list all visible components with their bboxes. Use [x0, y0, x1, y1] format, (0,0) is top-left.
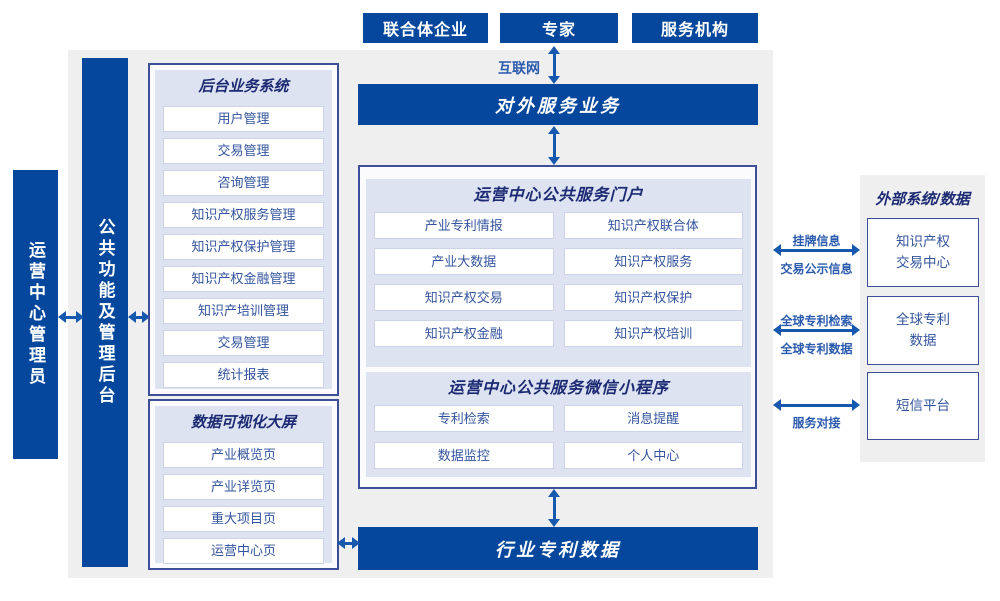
double-arrow-trade-center: [773, 244, 860, 256]
external-box-global-patent-data: 全球专利 数据: [867, 296, 979, 365]
ext-box-line: 短信平台: [896, 397, 950, 413]
portal-item-ip-trade: 知识产权交易: [374, 284, 554, 311]
portal-title: 运营中心公共服务门户: [473, 187, 644, 204]
backend-system-title: 后台业务系统: [198, 78, 289, 95]
operation-center-admin-bar: 运营中心管理员: [13, 170, 58, 459]
backend-item-consult-mgmt: 咨询管理: [163, 170, 324, 196]
link-label-trade-publicity: 交易公示信息: [780, 262, 853, 276]
double-arrow-sms: [773, 399, 860, 411]
backend-item-trade-mgmt: 交易管理: [163, 138, 324, 164]
mini-item-personal-center: 个人中心: [563, 442, 743, 469]
backend-system-panel: 后台业务系统 用户管理 交易管理 咨询管理 知识产权服务管理 知识产权保护管理 …: [155, 70, 332, 389]
double-arrow-service-to-portal: [548, 126, 560, 165]
data-viz-title: 数据可视化大屏: [190, 414, 296, 431]
external-box-sms-platform: 短信平台: [867, 372, 979, 440]
backend-system-box: 后台业务系统 用户管理 交易管理 咨询管理 知识产权服务管理 知识产权保护管理 …: [148, 63, 339, 396]
dataviz-item-operation-center: 运营中心页: [163, 538, 324, 564]
double-arrow-admin-backoffice: [58, 311, 84, 323]
dataviz-item-major-projects: 重大项目页: [163, 506, 324, 532]
data-viz-box: 数据可视化大屏 产业概览页 产业详览页 重大项目页 运营中心页: [148, 399, 339, 570]
backend-item-user-mgmt: 用户管理: [163, 106, 324, 132]
data-viz-panel: 数据可视化大屏 产业概览页 产业详览页 重大项目页 运营中心页: [155, 406, 332, 564]
portal-item-ip-service: 知识产权服务: [563, 248, 743, 275]
external-box-ip-trade-center: 知识产权 交易中心: [867, 218, 979, 287]
double-arrow-global-patent: [773, 324, 860, 336]
mini-item-message-notify: 消息提醒: [563, 405, 743, 432]
portal-item-industry-patent-intel: 产业专利情报: [374, 212, 554, 239]
industry-patent-data-bar: 行业专利数据: [358, 527, 758, 570]
portal-panel: 运营中心公共服务门户 产业专利情报 知识产权联合体 产业大数据 知识产权服务 知…: [366, 179, 751, 367]
backend-item-ip-protection-mgmt: 知识产权保护管理: [163, 234, 324, 260]
miniprogram-grid: 专利检索 消息提醒 数据监控 个人中心: [366, 404, 751, 478]
ext-box-line: 交易中心: [896, 254, 950, 270]
miniprogram-title: 运营中心公共服务微信小程序: [447, 380, 669, 397]
portal-item-ip-consortium: 知识产权联合体: [563, 212, 743, 239]
double-arrow-backoffice-backend: [128, 311, 150, 323]
backend-item-ip-finance-mgmt: 知识产权金融管理: [163, 266, 324, 292]
actor-experts: 专家: [500, 13, 618, 43]
double-arrow-dataviz-patentdata: [337, 537, 360, 549]
external-systems-title: 外部系统/数据: [875, 191, 970, 208]
dataviz-item-industry-overview: 产业概览页: [163, 442, 324, 468]
ext-box-line: 数据: [909, 332, 937, 348]
portal-item-ip-training: 知识产权培训: [563, 320, 743, 347]
link-label-listing-info: 挂牌信息: [792, 234, 841, 248]
backend-item-trade-mgmt-2: 交易管理: [163, 330, 324, 356]
backend-item-ip-training-mgmt: 知识产培训管理: [163, 298, 324, 324]
actor-consortium-enterprises: 联合体企业: [363, 13, 488, 43]
internet-label: 互联网: [498, 60, 540, 76]
external-service-bar: 对外服务业务: [358, 84, 758, 125]
link-label-service-connect: 服务对接: [792, 416, 841, 430]
dataviz-item-industry-detail: 产业详览页: [163, 474, 324, 500]
double-arrow-portal-to-patentdata: [548, 489, 560, 527]
backend-item-statistics: 统计报表: [163, 362, 324, 388]
link-label-global-patent-data: 全球专利数据: [780, 342, 853, 356]
portal-item-ip-protection: 知识产权保护: [563, 284, 743, 311]
portal-grid: 产业专利情报 知识产权联合体 产业大数据 知识产权服务 知识产权交易 知识产权保…: [366, 211, 751, 356]
link-label-global-patent-search: 全球专利检索: [780, 314, 853, 328]
ext-box-line: 全球专利: [896, 311, 950, 327]
mini-item-patent-search: 专利检索: [374, 405, 554, 432]
portal-item-industry-bigdata: 产业大数据: [374, 248, 554, 275]
actor-service-agencies: 服务机构: [632, 13, 758, 43]
center-services-box: 运营中心公共服务门户 产业专利情报 知识产权联合体 产业大数据 知识产权服务 知…: [358, 165, 757, 489]
double-arrow-internet: [548, 46, 560, 84]
backend-item-ip-service-mgmt: 知识产权服务管理: [163, 202, 324, 228]
portal-item-ip-finance: 知识产权金融: [374, 320, 554, 347]
ext-box-line: 知识产权: [896, 233, 950, 249]
public-function-backoffice-bar: 公共功能及管理后台: [82, 58, 128, 567]
mini-item-data-monitor: 数据监控: [374, 442, 554, 469]
miniprogram-panel: 运营中心公共服务微信小程序 专利检索 消息提醒 数据监控 个人中心: [366, 372, 751, 477]
